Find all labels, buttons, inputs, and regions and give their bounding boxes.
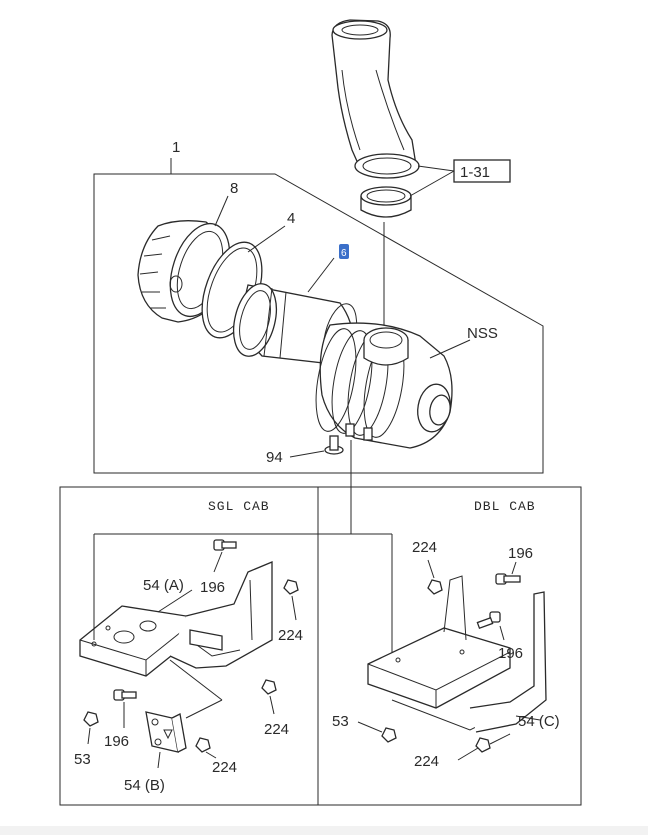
callout-bolt-196-sgl[interactable]: 196 [200, 579, 225, 596]
callout-bolt-top[interactable]: 94 [266, 449, 283, 466]
callout-assembly[interactable]: 1 [172, 139, 180, 156]
nut-224-dbl-top [427, 559, 443, 595]
bolt-94 [289, 435, 344, 458]
panel-title-dbl: DBL CAB [474, 499, 536, 514]
callout-bolt-196-dbl-mid[interactable]: 196 [498, 645, 523, 662]
callout-nut-224-dbl-low[interactable]: 224 [414, 753, 439, 770]
callout-nut-224-sgl-low[interactable]: 224 [212, 759, 237, 776]
element-highlight-badge[interactable] [339, 244, 349, 259]
cleaner-body [315, 322, 471, 449]
bolt-196-sgl [213, 539, 237, 573]
callout-bracket-b[interactable]: 54 (B) [124, 777, 165, 794]
callout-nut-224-sgl-mid[interactable]: 224 [264, 721, 289, 738]
bracket-panel-frame [59, 486, 582, 806]
callout-bracket-c[interactable]: 54 (C) [518, 713, 560, 730]
nut-224-sgl-mid [261, 679, 277, 715]
assembly-frame [93, 158, 544, 474]
callout-nut-53-dbl[interactable]: 53 [332, 713, 349, 730]
pipe-ref-box[interactable] [409, 159, 511, 197]
callout-nut-53-sgl[interactable]: 53 [74, 751, 91, 768]
nut-224-sgl-low [195, 737, 217, 759]
panel-title-sgl: SGL CAB [208, 499, 270, 514]
callout-bolt-196-dbl-top[interactable]: 196 [508, 545, 533, 562]
bolt-196-dbl-mid [476, 611, 505, 641]
nut-53-dbl [357, 721, 397, 743]
callout-nut-224-dbl-top[interactable]: 224 [412, 539, 437, 556]
intake-pipe [331, 19, 420, 179]
callout-bolt-196-sgl-lower[interactable]: 196 [104, 733, 129, 750]
callout-pipe-ref: 1-31 [460, 164, 490, 181]
callout-ring[interactable]: 4 [287, 210, 295, 227]
bracket-a [79, 534, 273, 677]
footer-bar [0, 826, 648, 835]
bracket-b [145, 659, 223, 769]
bracket-c [367, 534, 547, 733]
pipe-clamp [360, 186, 412, 218]
callout-bracket-a[interactable]: 54 (A) [143, 577, 184, 594]
callout-element: 6 [341, 248, 347, 259]
callout-cleaner-body[interactable]: NSS [467, 325, 498, 342]
bolt-196-sgl-lower [113, 689, 137, 728]
callout-cap[interactable]: 8 [230, 180, 238, 197]
bolt-196-dbl-top [495, 561, 521, 585]
nut-53-sgl [83, 711, 99, 745]
nut-224-sgl-right [283, 579, 299, 621]
callout-nut-224-sgl-right[interactable]: 224 [278, 627, 303, 644]
nut-224-dbl-low [457, 733, 511, 761]
